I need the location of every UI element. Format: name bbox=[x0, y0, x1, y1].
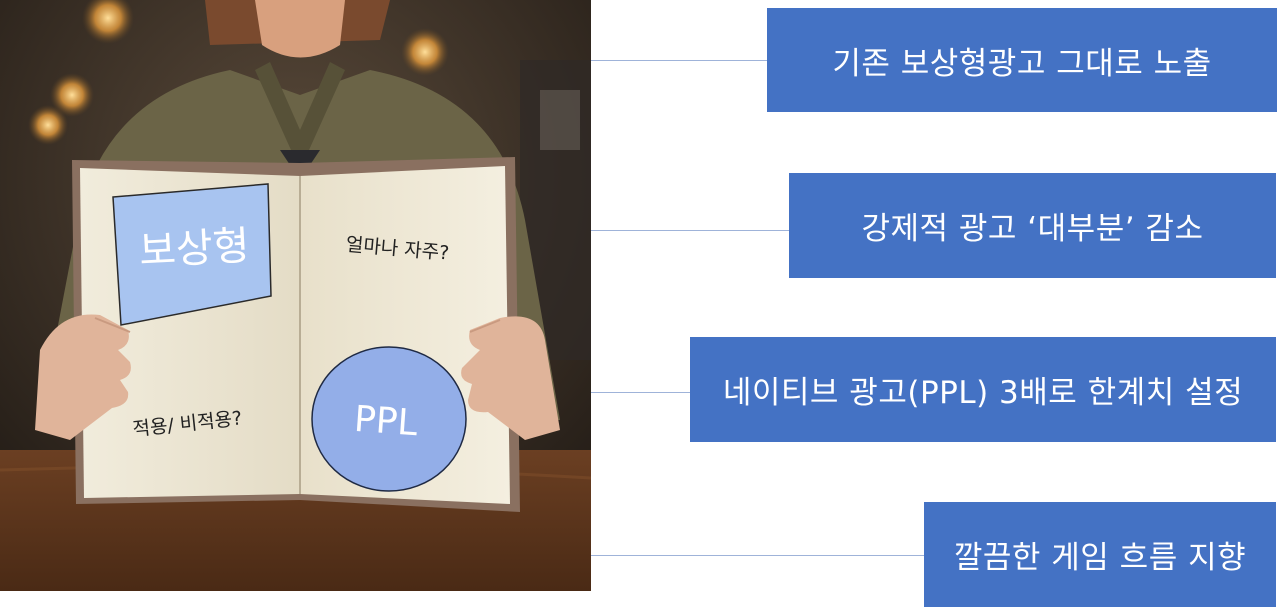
callout-forced-ad: 강제적 광고 ‘대부분’ 감소 bbox=[789, 173, 1276, 278]
right-hand bbox=[461, 316, 560, 440]
reward-box bbox=[112, 183, 272, 326]
ppl-circle-label: PPL bbox=[353, 399, 419, 444]
callout-reward-ad: 기존 보상형광고 그대로 노출 bbox=[767, 8, 1277, 112]
callout-native-ad: 네이티브 광고(PPL) 3배로 한계치 설정 bbox=[690, 337, 1276, 442]
left-hand bbox=[35, 314, 131, 440]
connector-line-1 bbox=[591, 60, 767, 61]
connector-line-3 bbox=[591, 392, 690, 393]
callout-forced-ad-text: 강제적 광고 ‘대부분’ 감소 bbox=[861, 211, 1204, 247]
callout-game-flow-text: 깔끔한 게임 흐름 지향 bbox=[953, 540, 1247, 576]
connector-line-2 bbox=[591, 230, 789, 231]
connector-line-4 bbox=[591, 555, 924, 556]
callout-reward-ad-text: 기존 보상형광고 그대로 노출 bbox=[832, 45, 1212, 82]
ppl-circle bbox=[311, 346, 467, 492]
callout-game-flow: 깔끔한 게임 흐름 지향 bbox=[924, 502, 1276, 607]
lamp-lights bbox=[28, 0, 449, 145]
callout-native-ad-text: 네이티브 광고(PPL) 3배로 한계치 설정 bbox=[722, 375, 1244, 411]
reward-box-label: 보상형 bbox=[138, 223, 251, 275]
book-photo: 보상형 적용/ 비적용? 얼마나 자주? PPL bbox=[0, 0, 591, 591]
